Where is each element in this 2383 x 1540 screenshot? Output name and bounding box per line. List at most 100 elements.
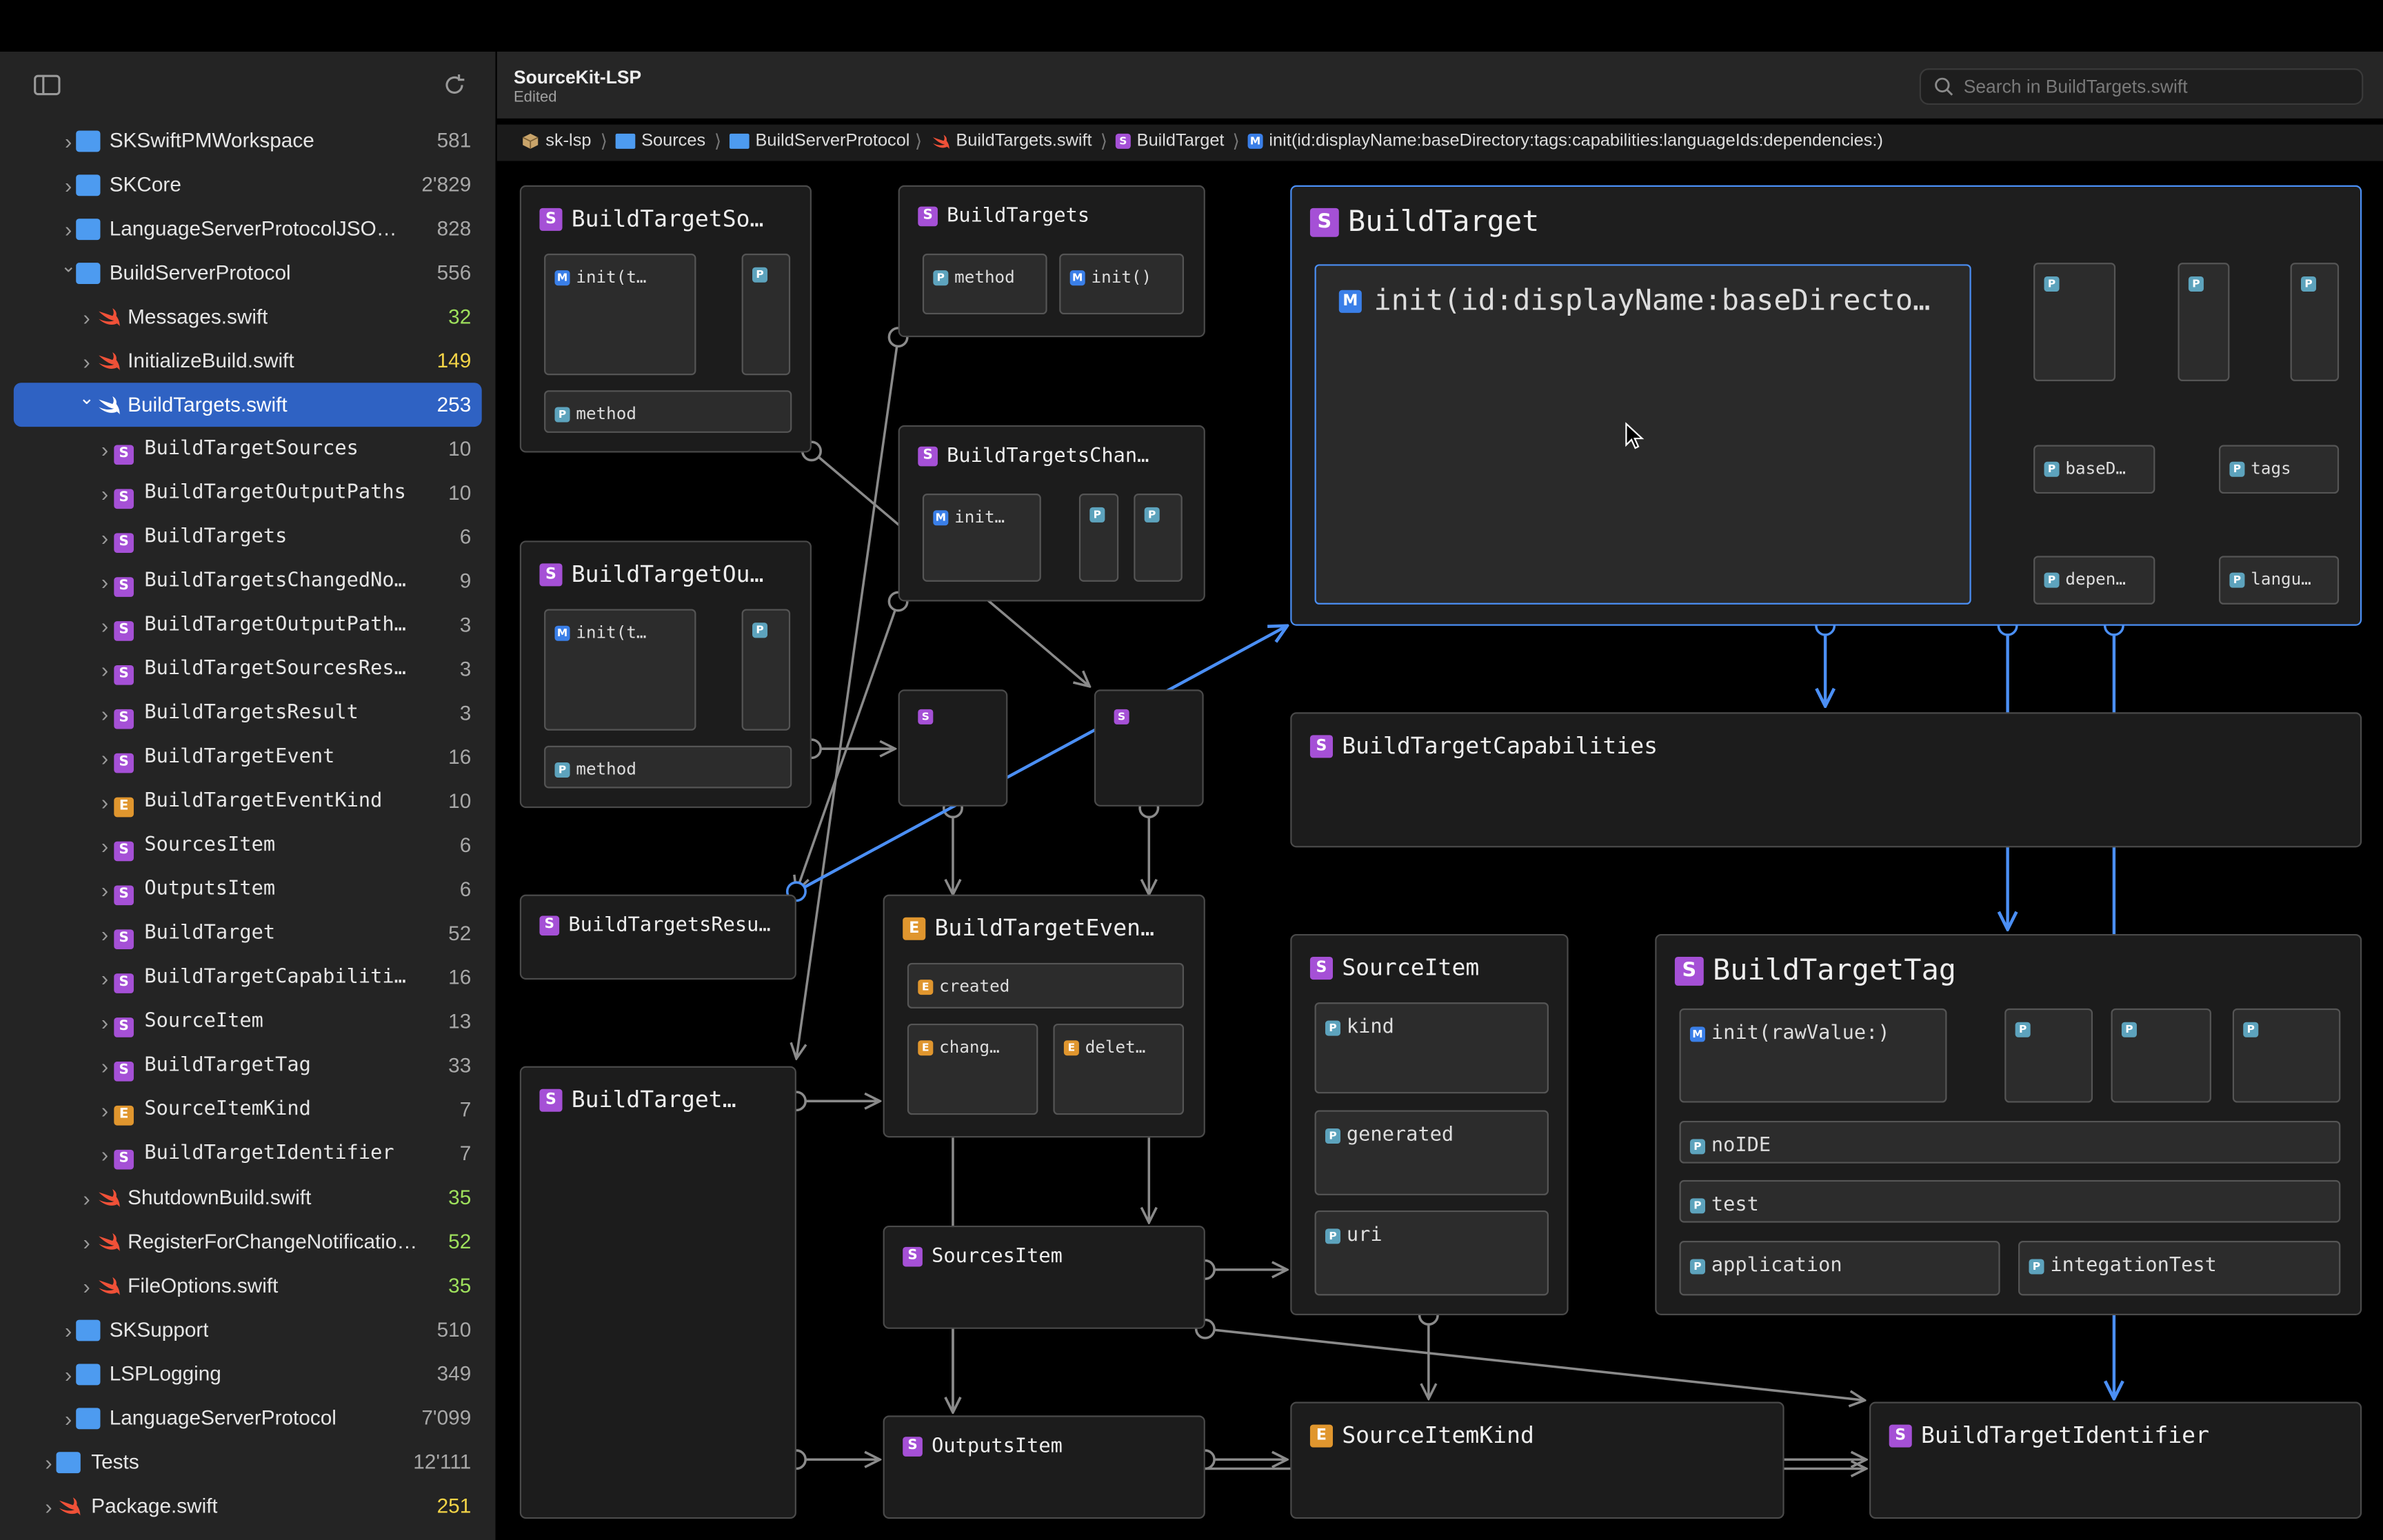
chevron-right-icon[interactable]: ›	[101, 612, 109, 638]
graph-member[interactable]: P	[1134, 494, 1183, 582]
chevron-right-icon[interactable]: ›	[101, 1097, 109, 1122]
chevron-right-icon[interactable]: ›	[83, 1229, 90, 1254]
chevron-right-icon[interactable]: ›	[101, 877, 109, 902]
graph-member[interactable]: P	[2111, 1008, 2211, 1103]
chevron-right-icon[interactable]: ›	[45, 1493, 52, 1519]
chevron-right-icon[interactable]: ›	[101, 525, 109, 549]
chevron-right-icon[interactable]: ›	[65, 216, 72, 241]
breadcrumb-item[interactable]: BuildTargets.swift	[930, 132, 1092, 150]
graph-node[interactable]: S	[1094, 689, 1204, 807]
chevron-right-icon[interactable]: ›	[101, 833, 109, 858]
search-field[interactable]: Search in BuildTargets.swift	[1919, 68, 2364, 105]
graph-member[interactable]: P	[741, 609, 791, 731]
graph-member[interactable]: P	[2004, 1008, 2093, 1103]
breadcrumb-item[interactable]: BuildServerProtocol	[729, 132, 909, 150]
chevron-right-icon[interactable]: ›	[45, 1449, 52, 1475]
graph-member[interactable]: P	[2232, 1008, 2341, 1103]
chevron-right-icon[interactable]: ›	[83, 1185, 90, 1210]
breadcrumb-item[interactable]: Sources	[615, 132, 705, 150]
chevron-right-icon[interactable]: ›	[65, 1406, 72, 1430]
chevron-right-icon[interactable]: ›	[65, 1317, 72, 1342]
graph-member[interactable]: P	[2033, 263, 2116, 382]
graph-member[interactable]: P	[2178, 263, 2230, 382]
chevron-right-icon[interactable]: ›	[83, 304, 90, 329]
graph-node[interactable]: S	[898, 689, 1008, 807]
chevron-right-icon[interactable]: ›	[101, 965, 109, 990]
chevron-right-icon[interactable]: ›	[101, 1053, 109, 1078]
chevron-right-icon[interactable]: ›	[101, 1141, 109, 1166]
chevron-right-icon[interactable]: ›	[65, 128, 72, 153]
sidebar-toggle-icon[interactable]	[32, 70, 62, 100]
refresh-icon[interactable]	[439, 70, 470, 100]
tree-row[interactable]: ›RegisterForChangeNotificatio…52	[0, 1219, 496, 1264]
chevron-right-icon[interactable]: ›	[101, 700, 109, 726]
chevron-right-icon[interactable]: ›	[101, 436, 109, 461]
chevron-right-icon[interactable]: ›	[101, 921, 109, 946]
graph-member[interactable]: P	[741, 253, 791, 376]
chevron-right-icon[interactable]: ›	[65, 172, 72, 197]
chevron-right-icon[interactable]: ›	[83, 1273, 90, 1298]
chevron-down-icon[interactable]: ⌄	[79, 387, 94, 409]
